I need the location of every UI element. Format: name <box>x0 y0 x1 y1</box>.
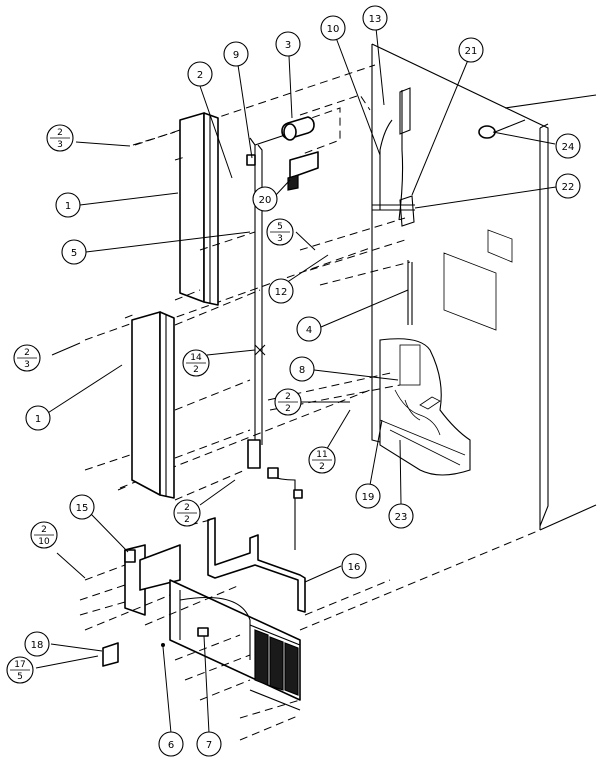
svg-text:5: 5 <box>71 248 77 259</box>
svg-text:2: 2 <box>41 525 47 535</box>
svg-text:2: 2 <box>319 462 325 472</box>
svg-text:12: 12 <box>275 287 288 298</box>
svg-text:2: 2 <box>24 348 30 358</box>
svg-text:2: 2 <box>184 503 190 513</box>
svg-text:6: 6 <box>168 740 174 751</box>
lower-wiring <box>254 344 303 550</box>
svg-text:15: 15 <box>76 503 89 514</box>
callout-fraction-2-3-left: 2 3 <box>13 344 41 372</box>
cabinet-body <box>119 43 597 531</box>
svg-text:14: 14 <box>190 353 202 363</box>
callout-22: 22 <box>555 173 581 199</box>
callout-20: 20 <box>252 186 278 212</box>
svg-text:20: 20 <box>259 195 272 206</box>
callout-1-lower: 1 <box>25 405 51 431</box>
callout-16: 16 <box>341 553 367 579</box>
callout-13: 13 <box>362 5 388 31</box>
callout-7: 7 <box>196 731 222 757</box>
callout-10: 10 <box>320 15 346 41</box>
assembly-dashed-lines <box>79 131 541 741</box>
callout-fraction-5-3: 5 3 <box>266 218 294 246</box>
damper-parts <box>281 116 319 191</box>
svg-text:2: 2 <box>285 392 291 402</box>
svg-text:22: 22 <box>562 182 575 193</box>
callout-fraction-2-2-mid: 2 2 <box>173 499 201 527</box>
callout-4: 4 <box>296 316 322 342</box>
svg-text:11: 11 <box>316 450 327 460</box>
svg-text:2: 2 <box>193 365 199 375</box>
callout-fraction-11-2: 11 2 <box>308 446 336 474</box>
svg-text:2: 2 <box>184 515 190 525</box>
svg-text:19: 19 <box>362 492 375 503</box>
svg-text:1: 1 <box>65 201 71 212</box>
svg-text:3: 3 <box>24 360 30 370</box>
callout-fraction-14-2: 14 2 <box>182 349 210 377</box>
callout-fraction-2-2-right: 2 2 <box>274 388 302 416</box>
upper-duct-panel <box>174 112 219 306</box>
svg-text:16: 16 <box>348 562 361 573</box>
callout-18: 18 <box>24 631 50 657</box>
callout-19: 19 <box>355 483 381 509</box>
callout-8: 8 <box>289 356 315 382</box>
svg-text:2: 2 <box>57 128 63 138</box>
svg-text:2: 2 <box>197 70 203 81</box>
mounting-bracket <box>207 517 306 613</box>
callout-5: 5 <box>61 239 87 265</box>
callout-9: 9 <box>223 41 249 67</box>
svg-text:17: 17 <box>14 660 25 670</box>
svg-text:4: 4 <box>306 325 312 336</box>
base-grille-assembly <box>102 544 301 711</box>
callout-2: 2 <box>187 61 213 87</box>
svg-text:3: 3 <box>57 140 63 150</box>
callout-23: 23 <box>388 503 414 529</box>
callout-6: 6 <box>158 731 184 757</box>
svg-text:10: 10 <box>327 24 340 35</box>
callout-fraction-17-5: 17 5 <box>6 656 34 684</box>
callout-15: 15 <box>69 494 95 520</box>
svg-text:8: 8 <box>299 365 305 376</box>
svg-text:18: 18 <box>31 640 44 651</box>
leader-lines <box>35 27 557 734</box>
svg-text:9: 9 <box>233 50 239 61</box>
svg-text:23: 23 <box>395 512 408 523</box>
callout-24: 24 <box>555 133 581 159</box>
callout-fraction-2-10: 2 10 <box>30 521 58 549</box>
callout-12: 12 <box>268 278 294 304</box>
svg-text:21: 21 <box>465 46 478 57</box>
svg-text:24: 24 <box>562 142 575 153</box>
svg-text:13: 13 <box>369 14 382 25</box>
lower-duct-panel <box>124 311 175 499</box>
svg-text:3: 3 <box>277 234 283 244</box>
callout-21: 21 <box>458 37 484 63</box>
callout-3: 3 <box>275 31 301 57</box>
svg-text:5: 5 <box>17 672 23 682</box>
svg-text:3: 3 <box>285 40 291 51</box>
center-divider-panel <box>246 129 301 469</box>
callout-fraction-2-3-top: 2 3 <box>46 124 74 152</box>
svg-text:5: 5 <box>277 222 283 232</box>
svg-text:2: 2 <box>285 404 291 414</box>
svg-text:7: 7 <box>206 740 212 751</box>
callout-1-upper: 1 <box>55 192 81 218</box>
svg-text:1: 1 <box>35 414 41 425</box>
svg-text:10: 10 <box>38 537 50 547</box>
